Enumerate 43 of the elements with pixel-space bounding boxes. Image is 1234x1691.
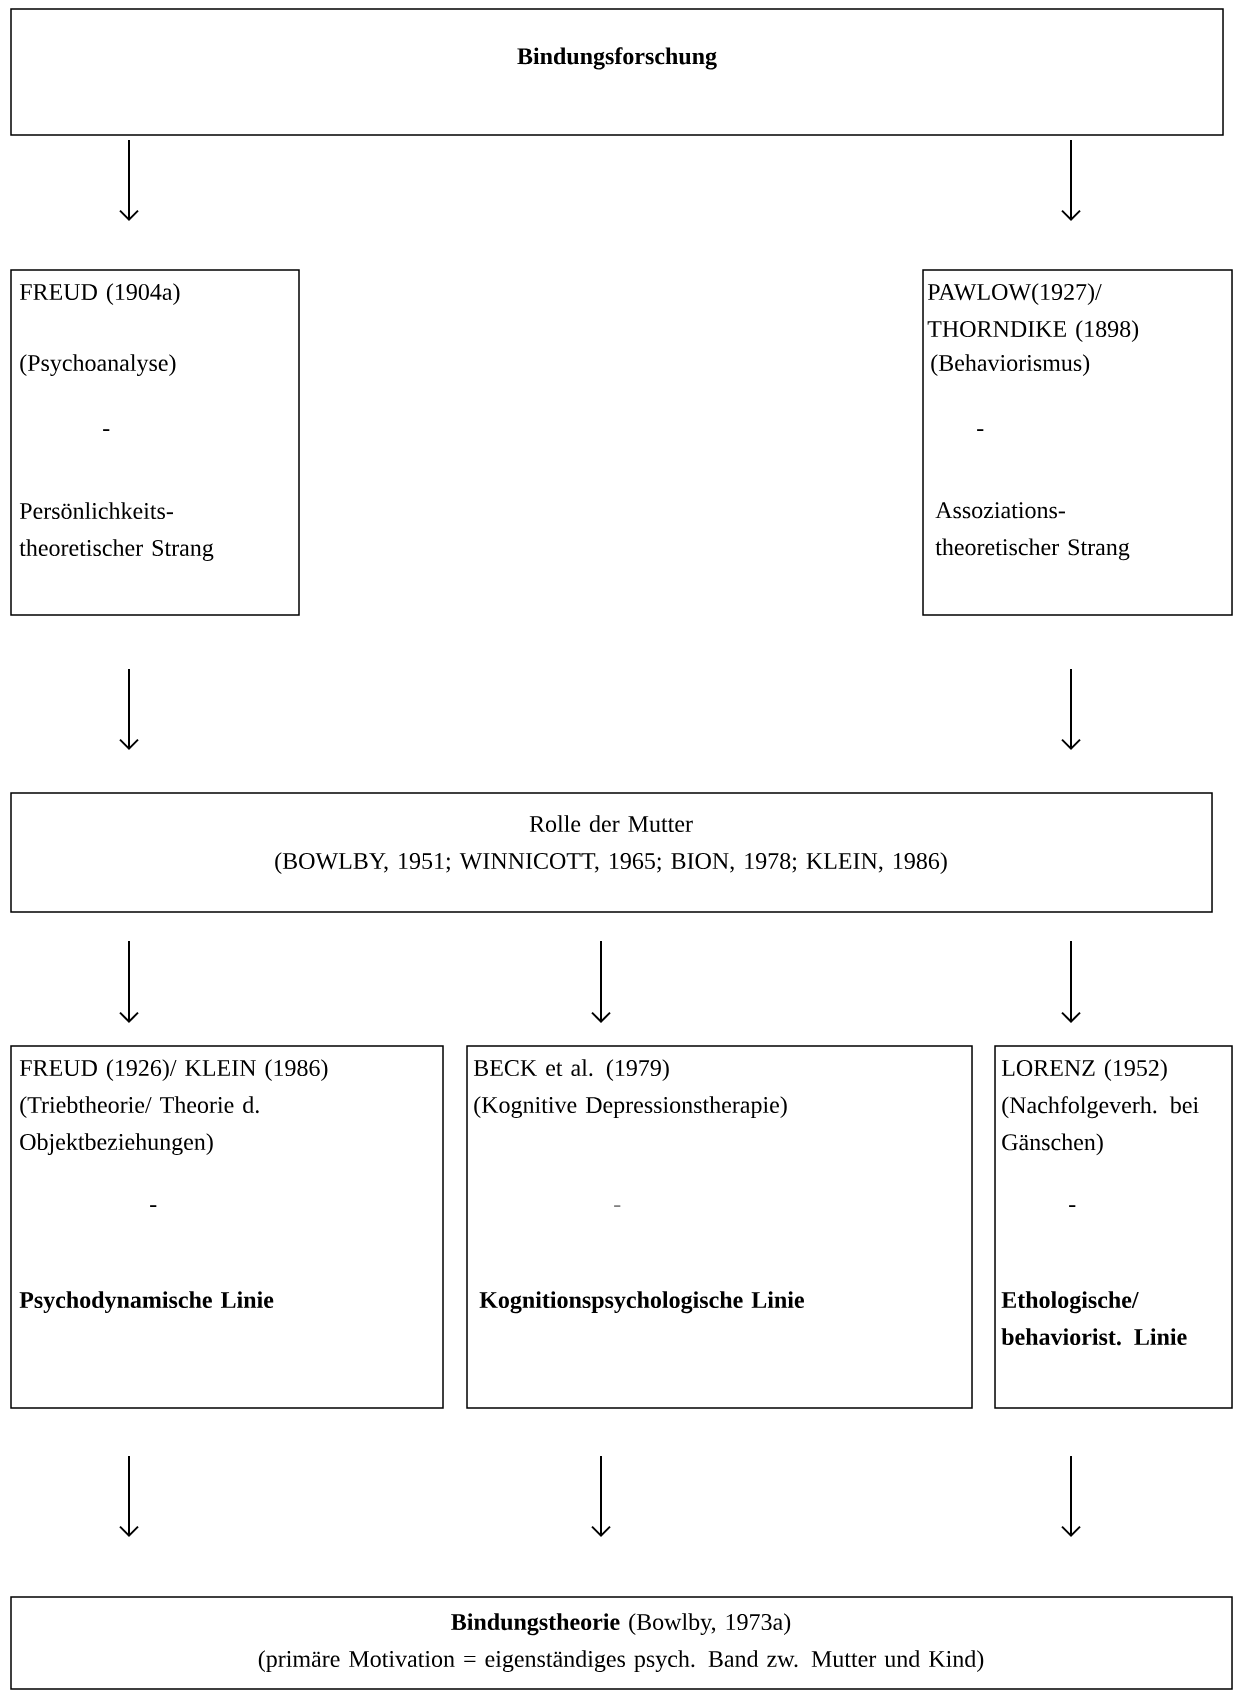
theory-label: (Nachfolgeverh. bei Gänschen) (1002, 1096, 1199, 1156)
arrow (119, 940, 139, 1023)
arrow (591, 1455, 611, 1538)
line-label: Kognitionspsychologische Linie (479, 1291, 804, 1314)
title-text: Bindungsforschung (517, 47, 717, 70)
text-box (10, 8, 1224, 136)
heading-text: Rolle der Mutter (529, 815, 693, 833)
strand-label: Assoziations- theoretischer Strang (935, 502, 1130, 561)
theory-label: (Behaviorismus) (931, 354, 1090, 376)
arrow (1061, 139, 1081, 221)
separator-dash: - (977, 429, 984, 431)
text-box (922, 269, 1233, 616)
line-label: Ethologische/ behaviorist. Linie (1001, 1291, 1187, 1346)
arrow (1061, 668, 1081, 750)
arrow (1061, 1455, 1081, 1538)
citation-text: (BOWLBY, 1951; WINNICOTT, 1965; BION, 1978; KLEIN, 1986) (275, 852, 947, 874)
text-box (10, 1045, 444, 1409)
theory-label: (Kognitive Depressionstherapie) (474, 1096, 787, 1119)
text-box (10, 792, 1213, 913)
separator-dash: - (150, 1205, 157, 1207)
arrow (591, 940, 611, 1023)
line-label: Psychodynamische Linie (19, 1291, 274, 1314)
author-citation: PAWLOW(1927)/ THORNDIKE (1898) (927, 283, 1139, 342)
text-box (10, 269, 300, 616)
text-box (466, 1045, 973, 1409)
separator-dash: - (1069, 1205, 1076, 1207)
author-citation: LORENZ (1952) (1001, 1059, 1167, 1081)
theory-label: (Triebtheorie/ Theorie d. Objektbeziehungen) (20, 1096, 259, 1156)
arrow (119, 668, 139, 750)
arrow (1061, 940, 1081, 1023)
arrow (119, 1455, 139, 1538)
text-box (994, 1045, 1233, 1409)
separator-dash: - (614, 1205, 621, 1207)
separator-dash: - (103, 429, 110, 431)
author-citation: FREUD (1904a) (19, 283, 180, 305)
theory-label: (Psychoanalyse) (20, 354, 176, 377)
author-citation: FREUD (1926)/ KLEIN (1986) (19, 1059, 328, 1081)
heading-text: Bindungstheorie (Bowlby, 1973a) (451, 1613, 791, 1636)
author-citation: BECK et al. (1979) (473, 1059, 669, 1081)
strand-label: Persönlichkeits- theoretischer Strang (19, 502, 214, 562)
text-box (10, 1596, 1233, 1690)
definition-text: (primäre Motivation = eigenständiges psych. Band zw. Mutter und Kind) (258, 1650, 984, 1673)
arrow (119, 139, 139, 221)
